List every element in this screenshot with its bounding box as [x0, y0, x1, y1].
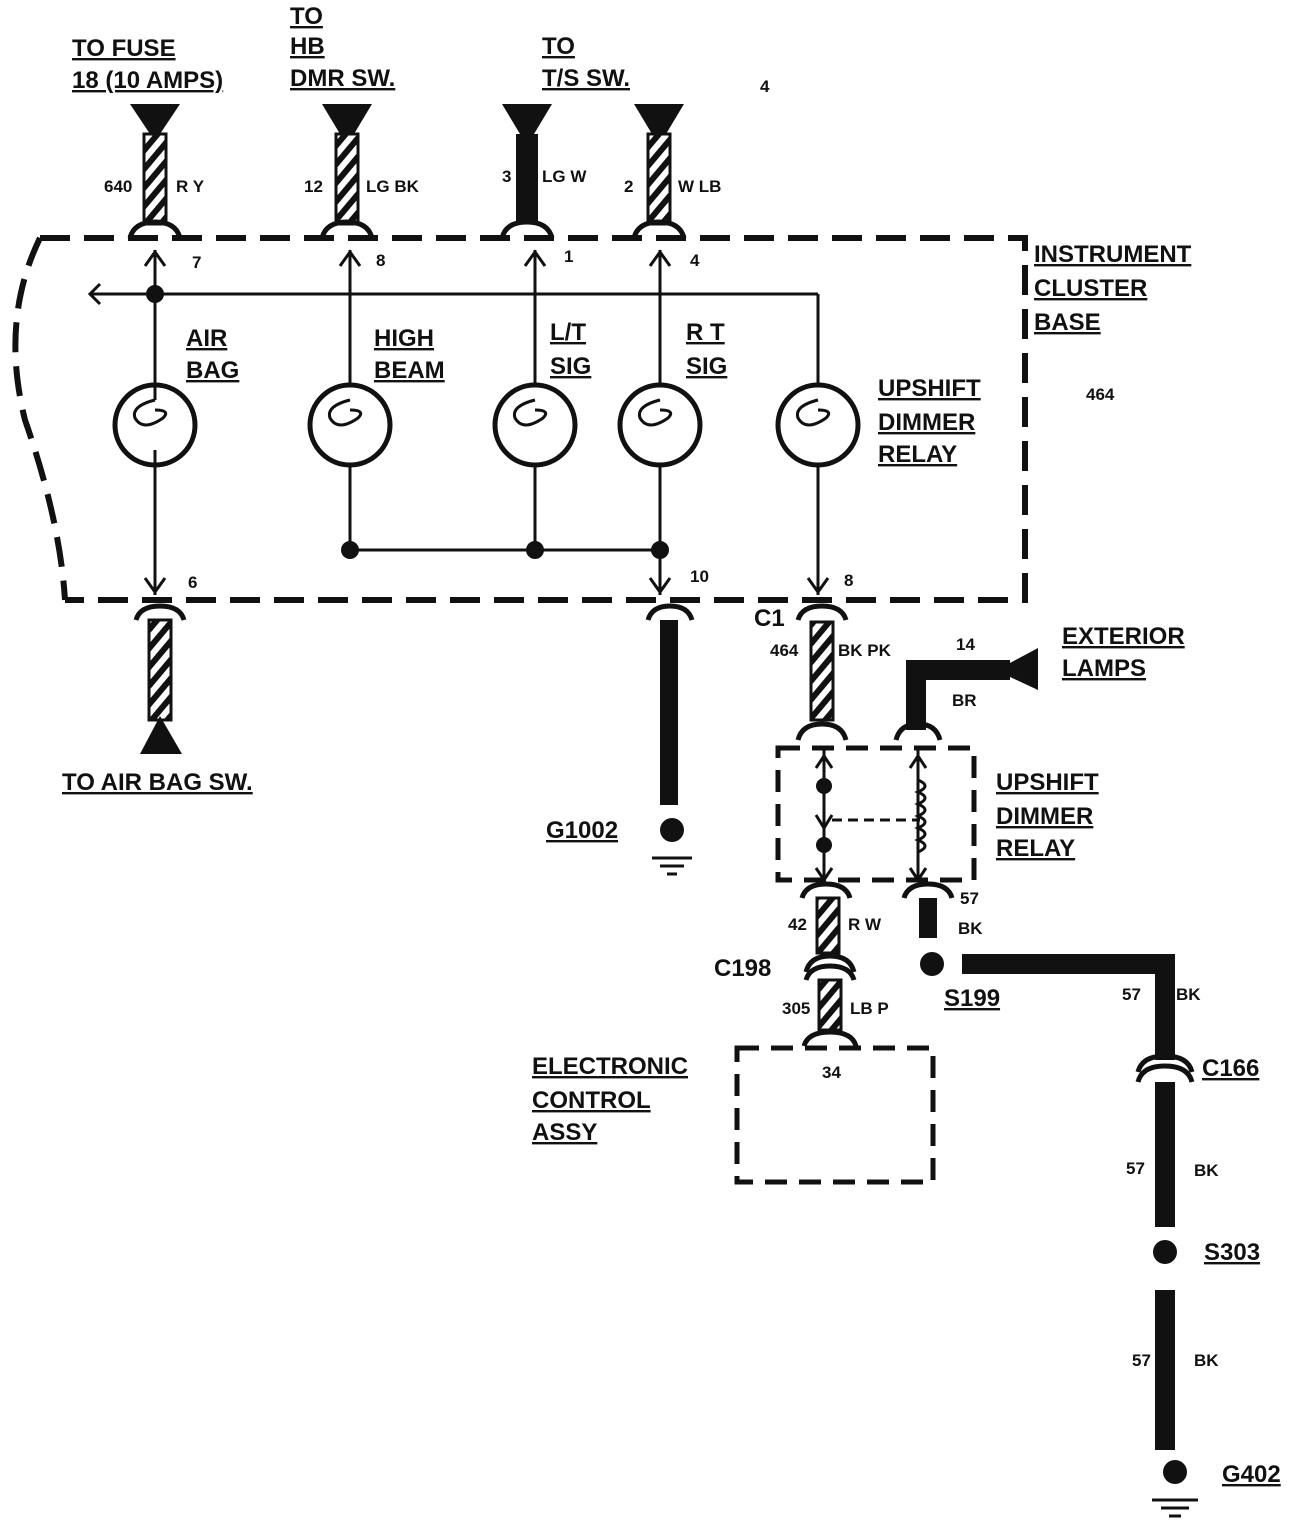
exterior-label-line1: EXTERIOR [1062, 623, 1185, 650]
fuse-label-line2: 18 (10 AMPS) [72, 67, 223, 94]
hb-circuit: 12 [304, 177, 323, 196]
relay-out-circuit: 42 [788, 915, 807, 934]
c1-label: C1 [754, 605, 785, 632]
rt-pin: 4 [690, 251, 700, 270]
high-beam-lamp-line1: HIGH [374, 325, 434, 352]
hb-label-line1: TO [290, 3, 323, 30]
cluster-label-line1: INSTRUMENT [1034, 241, 1192, 268]
rt-circuit: 2 [624, 177, 633, 196]
lt-lamp-line2: SIG [550, 353, 591, 380]
ecu-label-line2: CONTROL [532, 1087, 651, 1114]
fuse-circuit: 640 [104, 177, 132, 196]
air-bag-lamp-line1: AIR [186, 325, 227, 352]
lamp-high-beam [307, 382, 393, 468]
air-bag-pin: 6 [188, 573, 197, 592]
cluster-ref: 464 [1086, 385, 1115, 404]
s303-label: S303 [1204, 1239, 1260, 1266]
relay-gnd-color: BK [958, 919, 983, 938]
seg2-circuit: 57 [1126, 1159, 1145, 1178]
cluster-label-line2: CLUSTER [1034, 275, 1147, 302]
lt-color: LG W [542, 167, 587, 186]
fuse-label-line1: TO FUSE [72, 35, 176, 62]
exterior-label-line2: LAMPS [1062, 655, 1146, 682]
c198-label: C198 [714, 955, 771, 982]
c1-pin: 8 [844, 571, 853, 590]
ts-label-line2: T/S SW. [542, 65, 630, 92]
relay-output-wires [799, 881, 1198, 1518]
fuse-connector [127, 104, 183, 239]
relay-gnd-circuit: 57 [960, 889, 979, 908]
relay-label-line2: DIMMER [996, 803, 1093, 830]
lt-circuit: 3 [502, 167, 511, 186]
page-mark: 4 [760, 77, 770, 96]
fuse-color: R Y [176, 177, 205, 196]
c166-label: C166 [1202, 1055, 1259, 1082]
cluster-label-line3: BASE [1034, 309, 1101, 336]
exterior-circuit: 14 [956, 635, 975, 654]
air-bag-switch-connector [133, 603, 187, 754]
lt-signal-connector [499, 104, 555, 239]
ecu-label-line3: ASSY [532, 1119, 597, 1146]
instrument-cluster-outline [12, 235, 1028, 603]
exterior-lamps-wire [893, 648, 1038, 741]
seg1-color: BK [1176, 985, 1201, 1004]
fuse-pin: 7 [192, 253, 201, 272]
rt-signal-connector [631, 104, 687, 239]
seg3-circuit: 57 [1132, 1351, 1151, 1370]
rt-lamp-line2: SIG [686, 353, 727, 380]
lamp-lt-signal [492, 382, 578, 468]
seg2-color: BK [1194, 1161, 1219, 1180]
rt-lamp-line1: R T [686, 319, 725, 346]
ts-label-line1: TO [542, 33, 575, 60]
lamp-rt-signal [617, 382, 703, 468]
c198-circuit: 305 [782, 999, 810, 1018]
upshift-lamp-line1: UPSHIFT [878, 375, 981, 402]
cluster-internal-wiring [87, 249, 830, 595]
hb-pin: 8 [376, 251, 385, 270]
relay-label-line3: RELAY [996, 835, 1075, 862]
g402-label: G402 [1222, 1461, 1281, 1488]
c1-connector [795, 603, 849, 741]
relay-box [775, 745, 977, 883]
relay-out-color: R W [848, 915, 882, 934]
upshift-lamp-line3: RELAY [878, 441, 957, 468]
lt-pin: 1 [564, 247, 573, 266]
high-beam-lamp-line2: BEAM [374, 357, 445, 384]
hb-label-line3: DMR SW. [290, 65, 395, 92]
c1-circuit: 464 [770, 641, 799, 660]
s199-label: S199 [944, 985, 1000, 1012]
lt-lamp-line1: L/T [550, 319, 586, 346]
c1-color: BK PK [838, 641, 892, 660]
hb-color: LG BK [366, 177, 420, 196]
air-bag-lamp-line2: BAG [186, 357, 239, 384]
rt-color: W LB [678, 177, 721, 196]
exterior-color: BR [952, 691, 977, 710]
hb-dimmer-connector [319, 104, 375, 239]
seg3-color: BK [1194, 1351, 1219, 1370]
g1002-label: G1002 [546, 817, 618, 844]
ecu-label-line1: ELECTRONIC [532, 1053, 688, 1080]
ecu-pin: 34 [822, 1063, 841, 1082]
seg1-circuit: 57 [1122, 985, 1141, 1004]
g1002-ground-wire [645, 603, 695, 876]
lamp-air-bag [112, 382, 198, 468]
relay-label-line1: UPSHIFT [996, 769, 1099, 796]
lamp-upshift [775, 382, 861, 468]
hb-label-line2: HB [290, 33, 325, 60]
c198-color: LB P [850, 999, 889, 1018]
air-bag-switch-label: TO AIR BAG SW. [62, 769, 253, 796]
ecu-box [734, 1045, 936, 1185]
ground-pin: 10 [690, 567, 709, 586]
upshift-lamp-line2: DIMMER [878, 409, 975, 436]
